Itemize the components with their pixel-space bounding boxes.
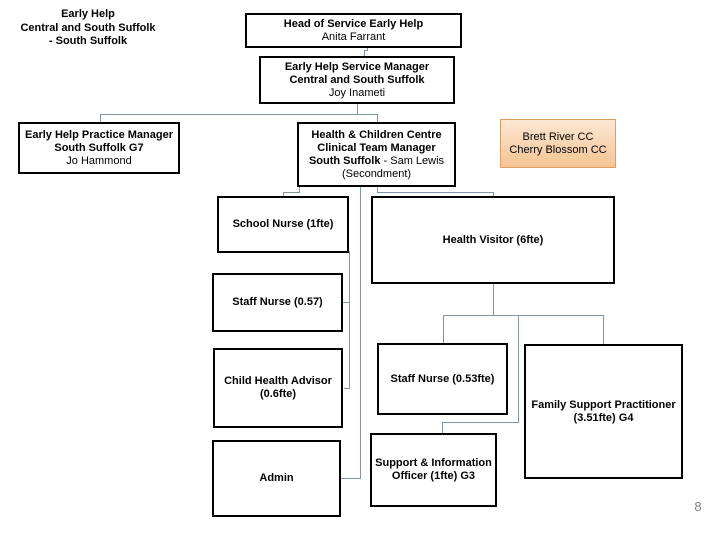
connector-clinical-to-admin-v — [360, 186, 361, 478]
node-child-health-advisor-role: Child Health Advisor (0.6fte) — [224, 375, 332, 400]
node-health-visitor: Health Visitor (6fte) — [371, 196, 615, 284]
connector-drop-clinical-manager — [377, 114, 378, 122]
slide-title: Early Help Central and South Suffolk - S… — [8, 8, 168, 49]
node-support-information-officer: Support & Information Officer (1fte) G3 — [370, 433, 497, 507]
node-clinical-team-role3-name: - Sam Lewis — [383, 154, 445, 167]
node-service-manager-role2: Central and South Suffolk — [289, 73, 425, 86]
node-staff-nurse-057: Staff Nurse (0.57) — [212, 273, 343, 332]
node-clinical-team-role1: Health & Children Centre — [311, 128, 442, 141]
node-child-health-advisor: Child Health Advisor (0.6fte) — [213, 348, 343, 428]
connector-health-visitor-split-h — [443, 315, 604, 316]
connector-drop-support-officer-v2 — [442, 422, 443, 433]
node-staff-nurse-057-role: Staff Nurse (0.57) — [232, 296, 323, 308]
connector-drop-family-support — [603, 315, 604, 344]
node-health-visitor-role: Health Visitor (6fte) — [442, 233, 544, 246]
connector-clinical-to-school-nurse-v2 — [283, 192, 284, 196]
node-service-manager-role1: Early Help Service Manager — [284, 60, 430, 73]
node-family-support-role: Family Support Practitioner (3.51fte) G4 — [531, 398, 676, 424]
connector-drop-practice-manager — [100, 114, 101, 122]
connector-clinical-to-health-visitor-v2 — [493, 192, 494, 196]
node-practice-manager-name: Jo Hammond — [66, 154, 132, 167]
node-practice-manager: Early Help Practice Manager South Suffol… — [18, 122, 180, 174]
node-head-of-service: Head of Service Early Help Anita Farrant — [245, 13, 462, 48]
node-clinical-team-role3: South Suffolk - Sam Lewis — [309, 155, 444, 168]
node-head-of-service-name: Anita Farrant — [321, 30, 386, 43]
node-childrens-centres-line2: Cherry Blossom CC — [509, 143, 607, 156]
connector-head-to-manager-v2 — [364, 50, 365, 57]
connector-drop-support-officer-v1 — [518, 315, 519, 423]
slide-title-line3: - South Suffolk — [48, 35, 128, 47]
slide-title-line1: Early Help — [61, 8, 115, 20]
connector-clinical-to-school-nurse-h — [283, 192, 300, 193]
page-number: 8 — [694, 499, 702, 514]
slide-title-line2: Central and South Suffolk — [20, 21, 156, 34]
node-school-nurse: School Nurse (1fte) — [217, 196, 349, 253]
connector-head-to-manager-v1 — [367, 47, 368, 51]
connector-chain-to-child-health-h — [344, 388, 350, 389]
connector-manager-feed — [357, 103, 358, 115]
node-clinical-team-manager: Health & Children Centre Clinical Team M… — [297, 122, 456, 187]
node-admin-role: Admin — [259, 472, 294, 484]
node-school-nurse-role: School Nurse (1fte) — [232, 218, 334, 230]
node-practice-manager-role2: South Suffolk G7 — [54, 141, 144, 154]
node-clinical-team-note: (Secondment) — [341, 167, 412, 180]
connector-health-visitor-feed — [493, 283, 494, 315]
node-childrens-centres-line1: Brett River CC — [522, 130, 594, 143]
node-family-support-practitioner: Family Support Practitioner (3.51fte) G4 — [524, 344, 683, 479]
node-service-manager: Early Help Service Manager Central and S… — [259, 56, 455, 104]
node-clinical-team-role2: Clinical Team Manager — [317, 141, 436, 154]
connector-drop-staff-nurse-053 — [443, 315, 444, 343]
node-admin: Admin — [212, 440, 341, 517]
connector-clinical-to-school-nurse-v1 — [299, 186, 300, 193]
connector-clinical-to-health-visitor-h — [377, 192, 494, 193]
connector-school-nurse-chain-v — [349, 251, 350, 388]
connector-clinical-to-admin-h — [341, 478, 361, 479]
node-head-of-service-role: Head of Service Early Help — [283, 17, 424, 30]
connector-clinical-to-health-visitor-v1 — [377, 186, 378, 193]
node-clinical-team-role3-area: South Suffolk — [308, 154, 381, 167]
connector-head-to-manager-h — [364, 50, 368, 51]
node-service-manager-name: Joy Inameti — [328, 86, 386, 99]
node-staff-nurse-053: Staff Nurse (0.53fte) — [377, 343, 508, 415]
connector-drop-support-officer-h — [442, 422, 519, 423]
connector-chain-to-staff-nurse-h — [343, 302, 350, 303]
node-practice-manager-role1: Early Help Practice Manager — [25, 128, 173, 141]
node-staff-nurse-053-role: Staff Nurse (0.53fte) — [390, 372, 495, 385]
node-support-info-role: Support & Information Officer (1fte) G3 — [375, 457, 492, 482]
connector-manager-split-h — [100, 114, 378, 115]
node-childrens-centres: Brett River CC Cherry Blossom CC — [500, 119, 616, 168]
